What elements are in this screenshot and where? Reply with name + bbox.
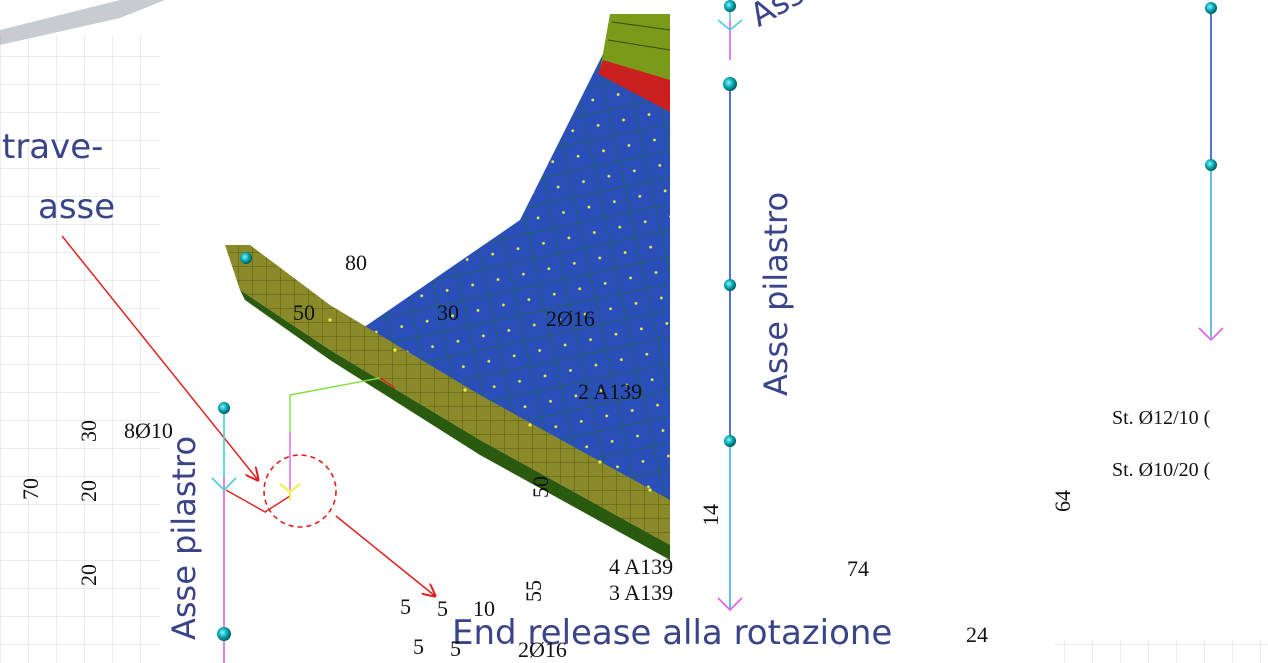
dim-30-left: 30 bbox=[76, 420, 101, 442]
dim-24: 24 bbox=[966, 622, 988, 647]
background-panel-bottom bbox=[1055, 640, 1268, 663]
dim-55: 55 bbox=[521, 580, 546, 602]
label-end-release: End release alla rotazione bbox=[452, 613, 893, 653]
dim-5-b: 5 bbox=[437, 596, 448, 621]
dim-4-a139: 4 A139 bbox=[609, 554, 674, 579]
dim-5-a: 5 bbox=[400, 594, 411, 619]
release-highlight-circle bbox=[263, 454, 337, 528]
label-trave: trave- bbox=[2, 127, 104, 167]
label-asse: asse bbox=[38, 187, 116, 227]
dim-50-mid: 50 bbox=[528, 476, 553, 498]
dim-80: 80 bbox=[345, 250, 367, 275]
column-left bbox=[211, 402, 237, 663]
dim-8010: 8Ø10 bbox=[124, 418, 173, 443]
dim-30-top: 30 bbox=[437, 300, 459, 325]
dim-10: 10 bbox=[473, 596, 495, 621]
dim-5-d: 5 bbox=[450, 636, 461, 661]
dim-5-c: 5 bbox=[413, 634, 424, 659]
dim-70: 70 bbox=[18, 478, 43, 500]
dim-3-a139: 3 A139 bbox=[609, 580, 674, 605]
arrow-end-release bbox=[335, 515, 435, 596]
arrow-trave-asse bbox=[61, 235, 258, 480]
stirrup-note-2: St. Ø10/20 ( bbox=[1112, 459, 1211, 481]
dim-20-b: 20 bbox=[76, 564, 101, 586]
background-grid-panel bbox=[0, 0, 165, 663]
dim-2-a139: 2 A139 bbox=[578, 379, 643, 404]
dim-64: 64 bbox=[1050, 490, 1075, 512]
dim-20-a: 20 bbox=[76, 480, 101, 502]
dim-74: 74 bbox=[847, 556, 869, 581]
dim-2016-top: 2Ø16 bbox=[546, 306, 595, 331]
slab-mesh bbox=[225, 14, 671, 560]
stirrup-note-1: St. Ø12/10 ( bbox=[1112, 407, 1211, 429]
column-middle bbox=[717, 0, 743, 612]
dim-50-top: 50 bbox=[293, 300, 315, 325]
dim-14: 14 bbox=[698, 504, 723, 526]
node-slab-corner bbox=[240, 252, 252, 264]
label-asse-pilastro-left: Asse pilastro bbox=[165, 435, 203, 640]
dim-2016-bot: 2Ø16 bbox=[518, 637, 567, 662]
label-asse-pilastro-mid: Asse pilastro bbox=[757, 191, 795, 396]
column-right bbox=[1198, 2, 1224, 342]
link-elements bbox=[225, 377, 396, 513]
